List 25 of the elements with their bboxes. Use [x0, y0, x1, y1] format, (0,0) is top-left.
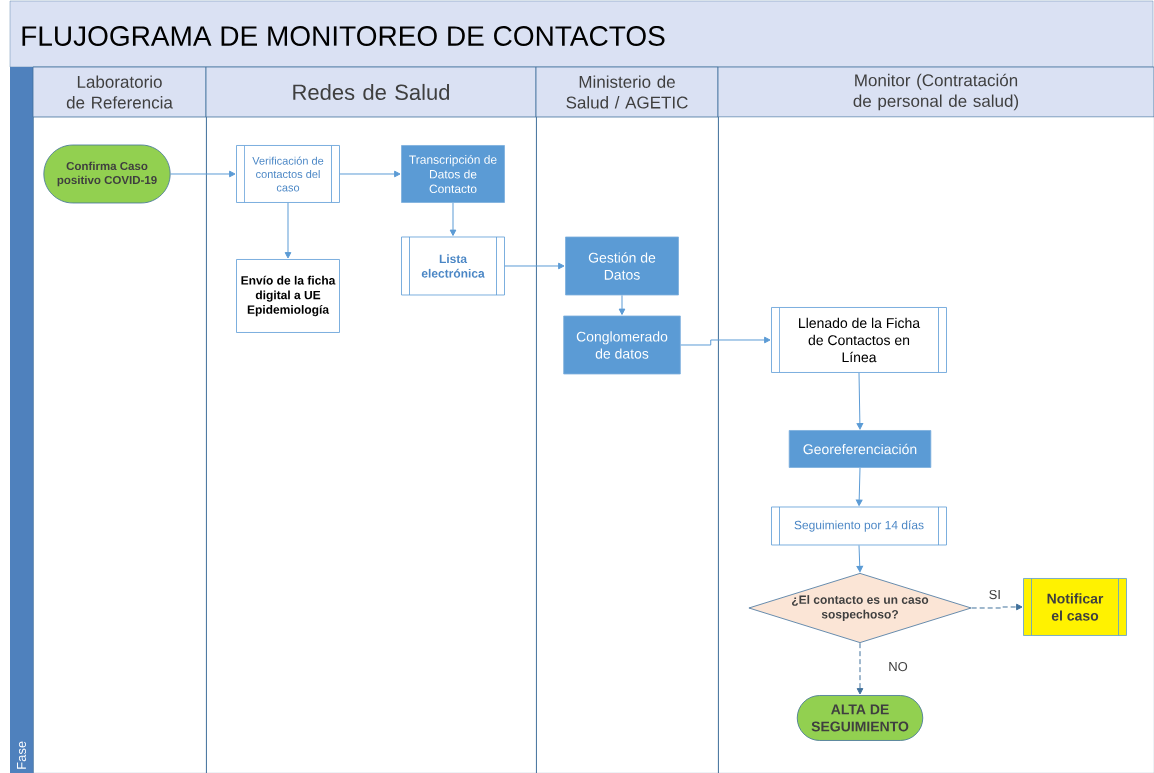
process-box: Georeferenciación: [788, 430, 932, 468]
subprocess-box: Seguimiento por 14 días: [771, 506, 947, 546]
arrow: [504, 262, 565, 270]
arrow: [856, 544, 864, 573]
arrow: [856, 372, 864, 430]
arrow: [449, 202, 457, 236]
arrow: [855, 467, 863, 506]
subprocess-box: Llenado de la Ficha de Contactos en Línea: [771, 307, 947, 373]
phase-band: Fase: [10, 67, 33, 773]
arrow: [339, 170, 401, 178]
process-box: Envío de la ficha digital a UE Epidemiología: [236, 259, 340, 333]
arrow: [856, 642, 864, 695]
subprocess-box: Verificación de contactos del caso: [236, 145, 340, 203]
edge-label: NO: [887, 660, 909, 673]
process-box: Conglomerado de datos: [563, 315, 681, 375]
edge-label: SI: [987, 588, 1002, 601]
process-box: Transcripción de Datos de Contacto: [401, 145, 505, 203]
subprocess-box: Notificar el caso: [1023, 578, 1127, 636]
arrow: [680, 336, 771, 346]
arrow: [284, 202, 292, 259]
process-box: Gestión de Datos: [565, 236, 679, 296]
arrow: [618, 294, 626, 315]
arrow: [971, 603, 1023, 611]
subprocess-box: Lista electrónica: [401, 236, 505, 296]
arrow: [170, 170, 236, 178]
